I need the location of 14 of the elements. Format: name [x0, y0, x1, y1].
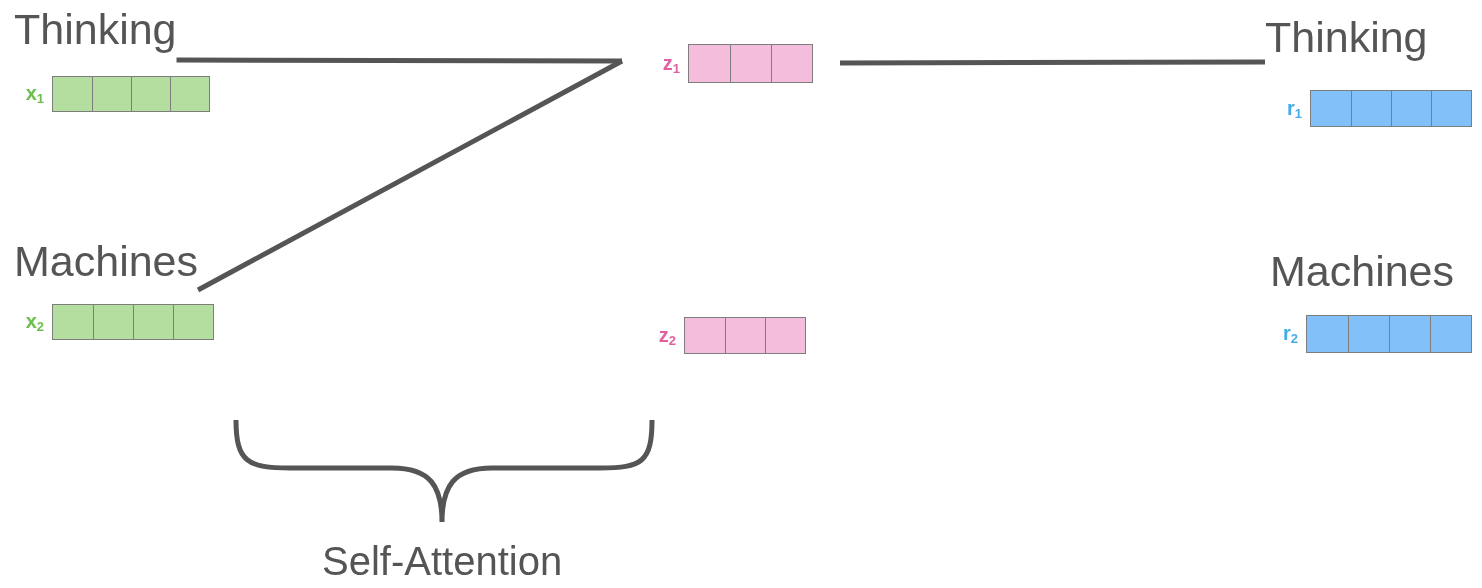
- word-label: Machines: [1270, 246, 1455, 300]
- connector-line: [840, 59, 1265, 66]
- connector-line: [196, 58, 624, 293]
- vector-label: z$_{2}$: [657, 323, 677, 348]
- vector-label: x$_{2}$: [24, 310, 45, 334]
- word-label: Thinking: [1265, 12, 1428, 64]
- vector-label: r$_{1}$: [1285, 96, 1303, 121]
- word-label: Machines: [14, 236, 199, 292]
- vector-label: z$_{1}$: [661, 51, 681, 76]
- vector-label: x$_{1}$: [24, 82, 45, 106]
- caption-text: Self-Attention: [322, 538, 563, 584]
- vector-label: r$_{2}$: [1281, 322, 1299, 346]
- word-label: Thinking: [14, 4, 177, 62]
- connector-line: [176, 57, 622, 64]
